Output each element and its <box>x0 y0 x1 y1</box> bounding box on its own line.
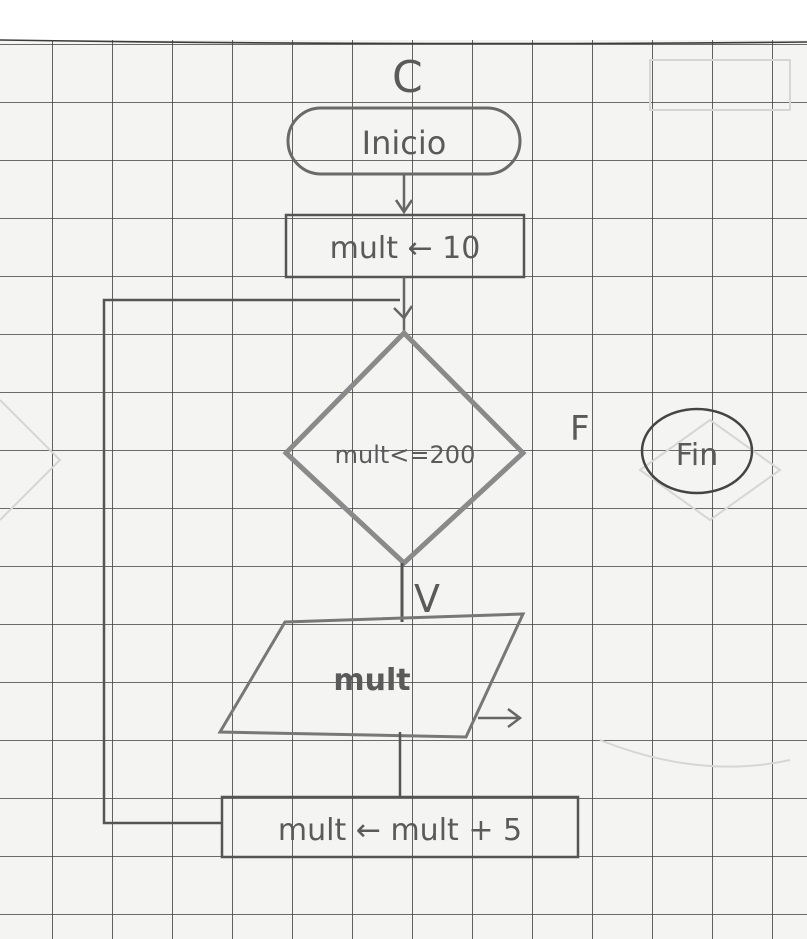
end-terminator <box>640 407 754 495</box>
start-label: Inicio <box>362 124 447 162</box>
loop-arrowhead <box>393 305 414 320</box>
decision-diamond <box>282 329 527 567</box>
arrowhead-start-init <box>394 199 414 215</box>
display-arrow-icon <box>478 708 523 728</box>
faded-bleed-through <box>0 59 791 768</box>
true-label: V <box>414 577 440 621</box>
paper-top-line <box>0 39 807 45</box>
false-label: F <box>570 409 590 449</box>
init-label: mult ← 10 <box>330 231 481 266</box>
top-mark: C <box>392 52 423 103</box>
decision-label: mult<=200 <box>335 441 476 469</box>
output-parallelogram <box>217 612 526 739</box>
paper-top-margin <box>0 0 807 40</box>
end-label: Fin <box>676 438 718 473</box>
update-label: mult ← mult + 5 <box>278 813 522 848</box>
output-label: mult <box>333 663 410 698</box>
loop-back-line <box>102 298 400 825</box>
update-process-box <box>220 795 580 859</box>
